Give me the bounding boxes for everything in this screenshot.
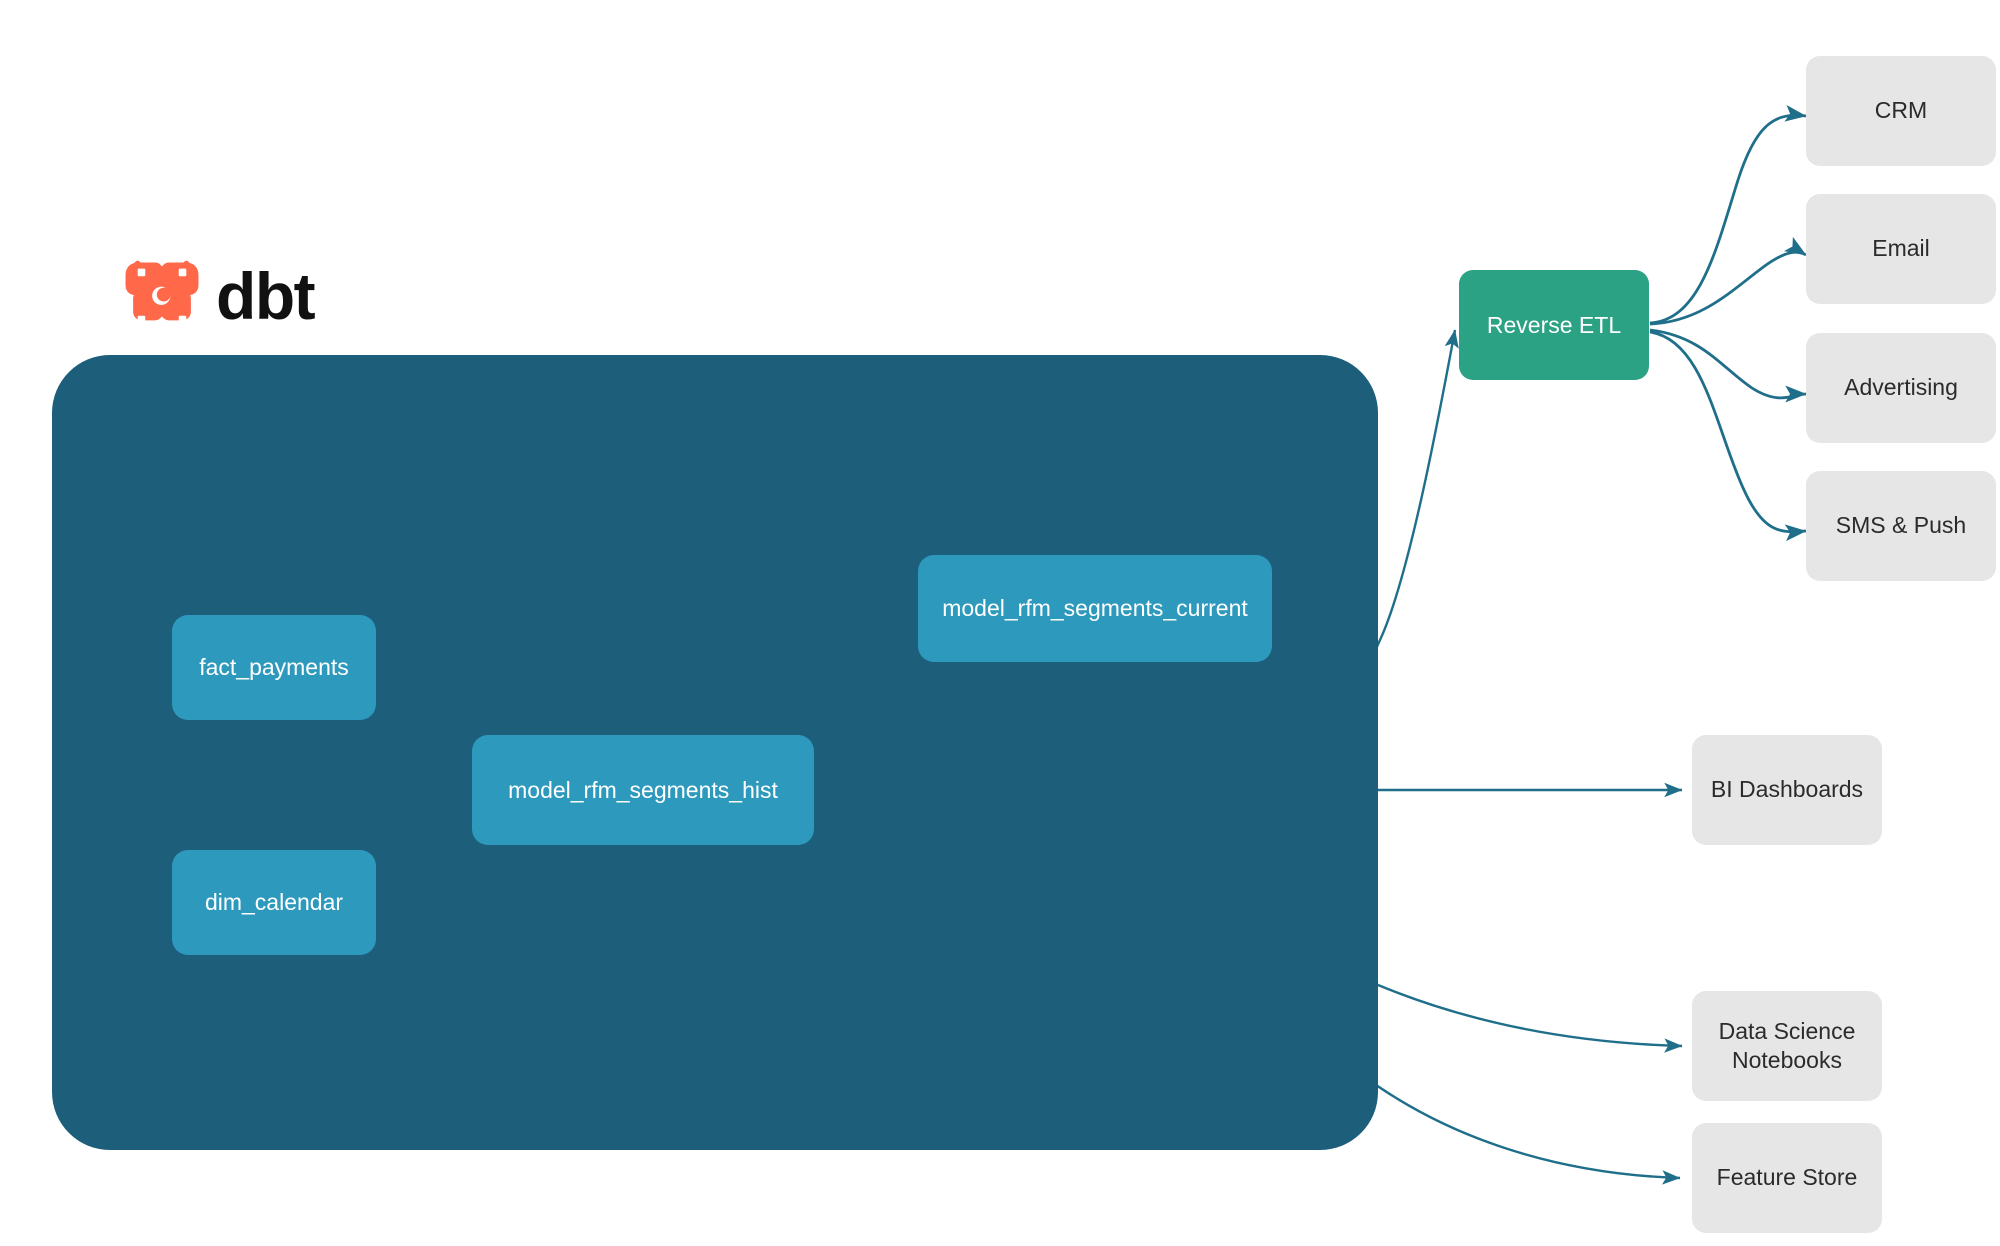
dbt-wordmark: dbt: [216, 259, 316, 333]
node-reverse-etl[interactable]: Reverse ETL: [1459, 270, 1649, 380]
node-label: fact_payments: [199, 654, 349, 680]
node-crm[interactable]: CRM: [1806, 56, 1996, 166]
node-model-rfm-segments-current[interactable]: model_rfm_segments_current: [918, 555, 1272, 662]
node-fact-payments[interactable]: fact_payments: [172, 615, 376, 720]
node-label: BI Dashboards: [1710, 776, 1864, 803]
node-label: SMS & Push: [1835, 512, 1967, 539]
edge-hist-to-notebooks-outer: [1377, 983, 1683, 1053]
node-label: Advertising: [1844, 374, 1958, 401]
node-label: dim_calendar: [204, 889, 344, 915]
node-bi-dashboards[interactable]: BI Dashboards: [1692, 735, 1882, 845]
edge-reverse-etl-to-crm: [1649, 105, 1807, 325]
node-label: model_rfm_segments_hist: [508, 776, 778, 803]
node-model-rfm-segments-hist[interactable]: model_rfm_segments_hist: [472, 735, 814, 845]
node-data-science-notebooks[interactable]: Data Science Notebooks: [1692, 991, 1882, 1101]
edge-reverse-etl-to-email: [1649, 236, 1807, 326]
node-sms-push[interactable]: SMS & Push: [1806, 471, 1996, 581]
edge-hist-to-feature-store-outer: [1361, 1074, 1681, 1185]
node-label: Email: [1872, 235, 1930, 262]
dbt-brand: dbt: [124, 258, 316, 334]
node-label: CRM: [1874, 97, 1928, 124]
dbt-hamsa-icon: [125, 260, 199, 324]
node-label: Data Science Notebooks: [1718, 1017, 1856, 1073]
node-email[interactable]: Email: [1806, 194, 1996, 304]
node-label: model_rfm_segments_current: [942, 595, 1248, 621]
edge-reverse-etl-to-advertising: [1649, 328, 1807, 403]
node-dim-calendar[interactable]: dim_calendar: [172, 850, 376, 955]
edge-reverse-etl-to-sms-push: [1649, 330, 1807, 542]
node-feature-store[interactable]: Feature Store: [1692, 1123, 1882, 1233]
node-label: Reverse ETL: [1486, 311, 1622, 338]
node-label: Feature Store: [1716, 1164, 1858, 1191]
node-advertising[interactable]: Advertising: [1806, 333, 1996, 443]
